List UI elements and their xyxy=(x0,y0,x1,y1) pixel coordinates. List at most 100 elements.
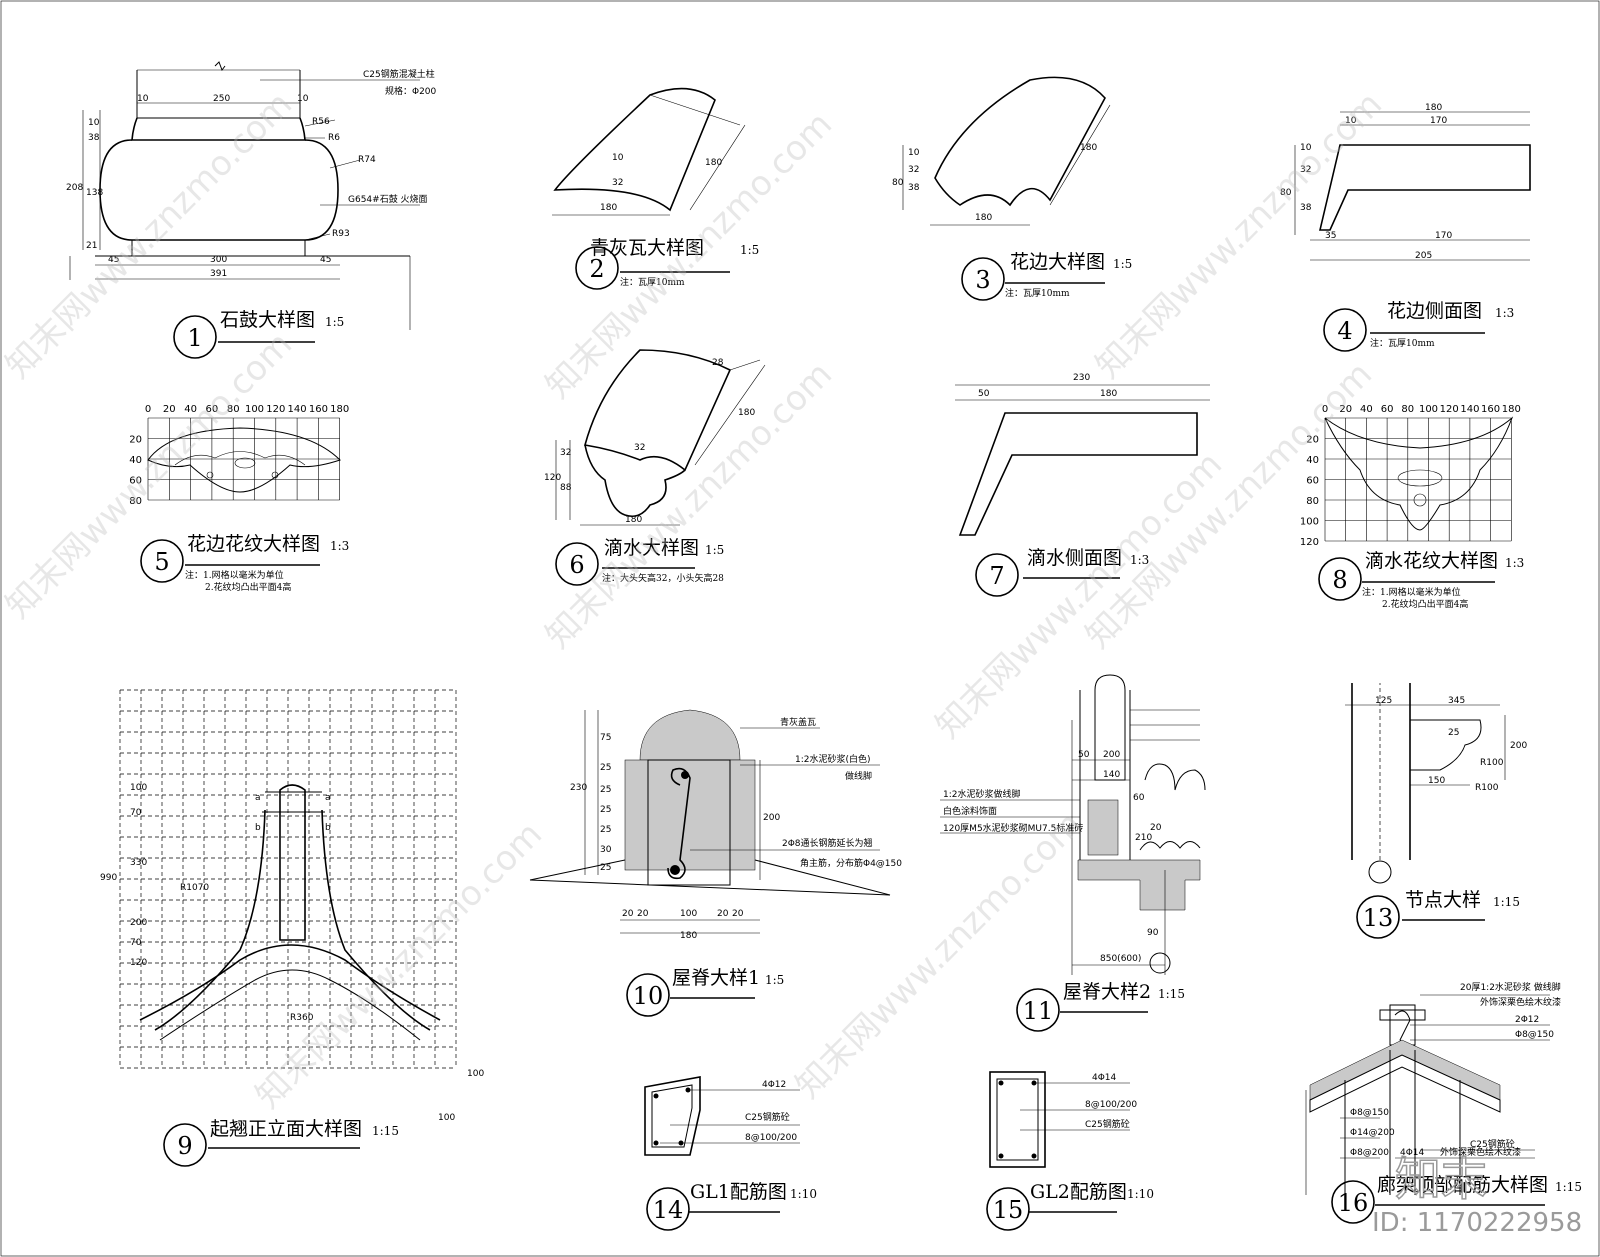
d16-callout: 20厚1:2水泥砂浆 做线脚 xyxy=(1460,981,1561,993)
title-number: 3 xyxy=(975,266,990,294)
title-number-circle xyxy=(163,1123,207,1167)
detail-10-ridge-1: 青灰盖瓦 1:2水泥砂浆(白色) 做线脚 2Φ8通长钢筋延长为翘 角主筋，分布筋… xyxy=(529,709,902,941)
title-number: 11 xyxy=(1023,997,1054,1025)
title-scale: 1:3 xyxy=(1495,306,1514,320)
d10-dim: 20 xyxy=(717,909,729,919)
title-scale: 1:5 xyxy=(765,973,784,987)
d4-dim: 205 xyxy=(1415,251,1432,261)
d15-callout: 4Φ14 xyxy=(1092,1073,1117,1083)
title-number-circle xyxy=(1016,988,1060,1032)
d9-dim: 100 xyxy=(130,783,147,793)
grid-tick-y: 20 xyxy=(129,435,142,446)
d14-callout: 4Φ12 xyxy=(762,1080,786,1090)
d4-dim: 32 xyxy=(1300,165,1311,175)
title-number: 13 xyxy=(1363,904,1394,932)
grid-tick-x: 120 xyxy=(1440,404,1459,415)
title-text: 青灰瓦大样图 xyxy=(590,237,704,259)
d1-dim: 250 xyxy=(213,94,230,104)
title-number-circle xyxy=(961,257,1005,301)
detail-1-stone-drum: C25钢筋混凝土柱 规格：Φ200 R56 R6 R74 G654#石鼓 火烧面… xyxy=(66,61,437,330)
d10-dim: 20 xyxy=(637,909,649,919)
d13-dim: 125 xyxy=(1375,696,1392,706)
title-scale: 1:5 xyxy=(740,243,759,257)
watermark-text: 知末网www.znzmo.com xyxy=(788,804,1090,1106)
detail-15-gl2: 4Φ14 8@100/200 C25钢筋砼 xyxy=(989,1071,1137,1168)
grid-tick-x: 140 xyxy=(288,404,307,415)
d6-dim: 32 xyxy=(634,443,645,453)
watermark-text: 知末网www.znzmo.com xyxy=(1078,354,1380,656)
d1-dim: 38 xyxy=(88,133,100,143)
d6-dim: 180 xyxy=(625,515,642,525)
title-number: 7 xyxy=(989,562,1004,590)
d11-callout: 白色涂料饰面 xyxy=(943,805,997,817)
title-block-10: 10 屋脊大样1 1:5 xyxy=(626,967,784,1017)
grid-tick-x: 0 xyxy=(145,404,151,415)
title-text: 花边花纹大样图 xyxy=(187,533,320,555)
detail-6-drip-tile: 28 180 32 32 120 88 180 xyxy=(544,349,766,526)
d9-dim: 990 xyxy=(100,873,117,883)
grid-tick-y: 20 xyxy=(1306,435,1319,446)
d1-callout-r6: R6 xyxy=(328,133,340,143)
d4-dim: 170 xyxy=(1430,116,1447,126)
d1-callout-spec: 规格：Φ200 xyxy=(385,85,437,97)
d10-dim: 25 xyxy=(600,763,611,773)
grid-tick-x: 180 xyxy=(1502,404,1521,415)
d6-dim: 28 xyxy=(712,358,724,368)
d1-callout-r93: R93 xyxy=(332,229,350,239)
detail-4-edge-side: 180 10 170 10 32 38 80 35 170 205 xyxy=(1280,103,1531,261)
d9-label: a xyxy=(255,793,261,803)
d9-dim: 330 xyxy=(130,858,147,868)
title-scale: 1:10 xyxy=(1127,1187,1154,1201)
d10-dim: 25 xyxy=(600,863,611,873)
title-scale: 1:5 xyxy=(325,315,344,329)
d7-dim: 50 xyxy=(978,389,990,399)
title-number: 10 xyxy=(633,982,664,1010)
grid-tick-y: 60 xyxy=(1306,476,1319,487)
title-number: 16 xyxy=(1338,1189,1369,1217)
grid-tick-x: 20 xyxy=(163,404,176,415)
d6-dim: 32 xyxy=(560,448,571,458)
title-text: 屋脊大样1 xyxy=(672,967,760,989)
d10-callout: 做线脚 xyxy=(845,770,872,782)
d15-callout: C25钢筋砼 xyxy=(1085,1118,1130,1130)
title-note: 2.花纹均凸出平面4高 xyxy=(1382,598,1468,610)
watermark-logo: 知末 xyxy=(1395,1152,1487,1206)
grid-tick-x: 120 xyxy=(266,404,285,415)
d11-dim: 200 xyxy=(1103,750,1120,760)
d10-dim: 75 xyxy=(600,733,611,743)
d1-dim: 138 xyxy=(86,188,103,198)
d1-dim: 10 xyxy=(297,94,309,104)
detail-14-gl1: 4Φ12 C25钢筋砼 8@100/200 xyxy=(644,1076,800,1156)
d1-dim: 45 xyxy=(320,255,331,265)
title-number: 9 xyxy=(177,1132,192,1160)
d11-dim: 60 xyxy=(1133,793,1145,803)
d9-label: a xyxy=(325,793,331,803)
title-note: 注：1.网格以毫米为单位 xyxy=(1362,586,1461,598)
d4-dim: 10 xyxy=(1300,143,1312,153)
grid-tick-x: 160 xyxy=(309,404,328,415)
grid-tick-x: 40 xyxy=(1360,404,1373,415)
watermark-text: 知末网www.znzmo.com xyxy=(928,444,1230,746)
d16-callout: 2Φ12 xyxy=(1515,1015,1539,1025)
d2-dim: 180 xyxy=(600,203,617,213)
title-text: 花边侧面图 xyxy=(1387,300,1482,322)
d1-callout-r56: R56 xyxy=(312,117,330,127)
grid-tick-y: 40 xyxy=(129,455,142,466)
watermark-id: ID: 1170222958 xyxy=(1372,1208,1582,1238)
grid-tick-x: 80 xyxy=(1401,404,1414,415)
d3-dim: 180 xyxy=(1080,143,1097,153)
title-scale: 1:5 xyxy=(705,543,724,557)
d6-dim: 88 xyxy=(560,483,572,493)
grid-tick-x: 100 xyxy=(245,404,264,415)
grid-tick-x: 180 xyxy=(330,404,349,415)
d6-dim: 120 xyxy=(544,473,561,483)
d11-callout: 1:2水泥砂浆做线脚 xyxy=(943,788,1021,800)
d10-callout: 1:2水泥砂浆(白色) xyxy=(795,753,871,765)
d16-callout: 外饰深栗色绘木纹漆 xyxy=(1480,996,1561,1008)
d10-dim: 30 xyxy=(600,845,612,855)
d10-dim: 100 xyxy=(680,909,697,919)
